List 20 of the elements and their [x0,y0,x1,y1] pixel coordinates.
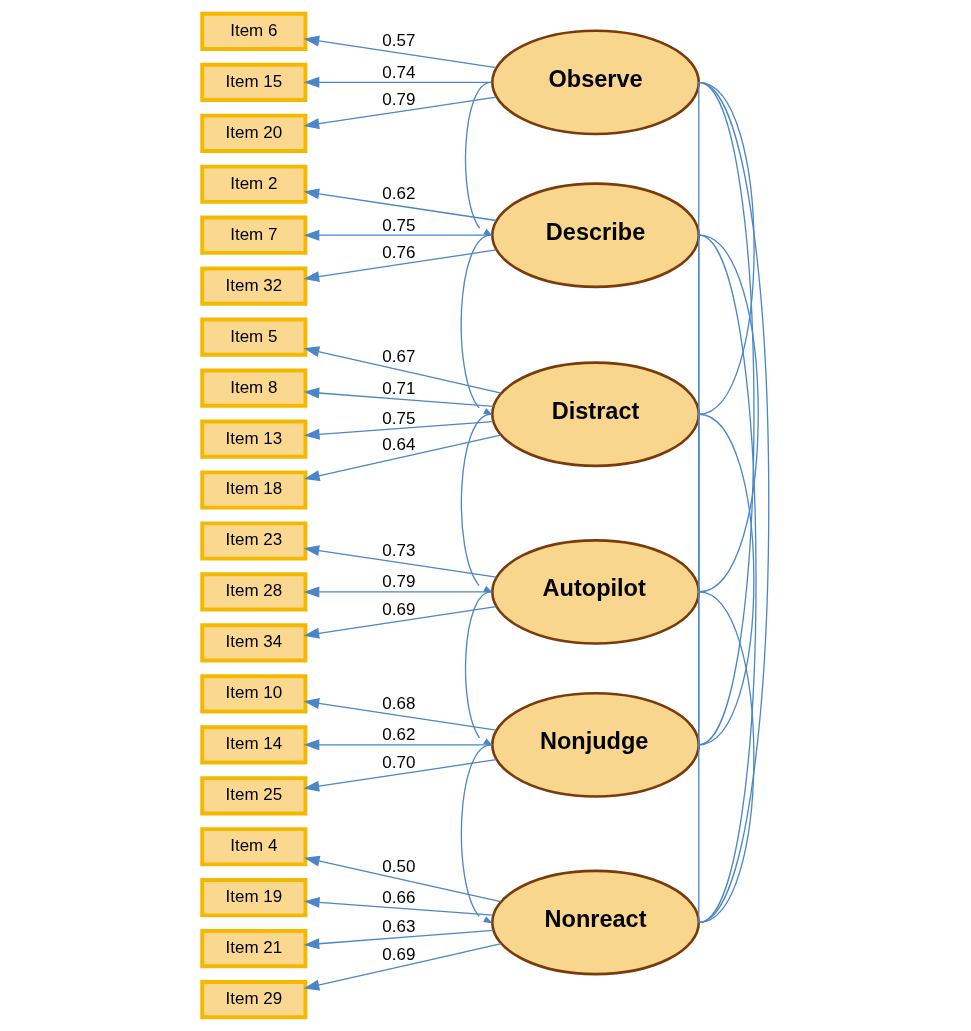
edge-label: 0.79 [382,572,416,592]
edge-label: 0.63 [382,917,416,937]
edge-label: 0.64 [382,435,416,455]
edge-label: 0.66 [382,888,416,908]
edge-label: 0.74 [382,62,416,82]
edge-label: 0.76 [382,242,416,262]
edge-label: 0.50 [382,857,416,877]
edge-label: 0.71 [382,378,416,398]
edge-label: 0.69 [382,944,416,964]
edge-label: 0.70 [382,752,416,772]
edge-label: 0.79 [382,90,416,110]
edge-label: 0.68 [382,693,416,713]
edge-label: 0.75 [382,215,416,235]
edge-label: 0.62 [382,725,416,745]
edge-label: 0.62 [382,184,416,204]
edge-label: 0.73 [382,540,416,560]
edge-label: 0.57 [382,31,416,51]
edge-label: 0.67 [382,347,416,367]
edge-label: 0.69 [382,599,416,619]
edge-label: 0.75 [382,408,416,428]
